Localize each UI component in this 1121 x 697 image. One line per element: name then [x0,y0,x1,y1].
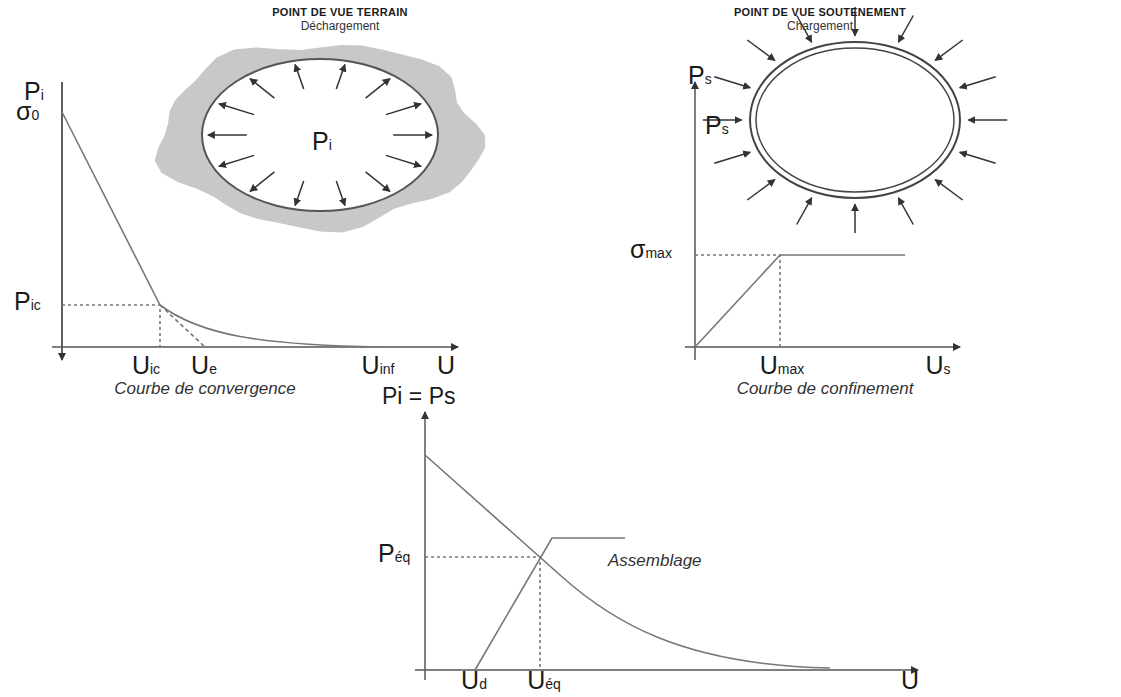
pressure-arrow [747,180,775,200]
curve-caption: Assemblage [608,552,702,571]
axis-value: σmax [630,236,672,264]
pressure-arrow [219,104,254,115]
assembly-curves [425,455,830,670]
axis-value: Uic [132,352,160,380]
support-arrows [703,7,1008,233]
pressure-arrow [250,79,274,99]
pressure-arrow [797,198,812,225]
pressure-arrow [960,77,996,88]
pressure-arrow [386,155,421,166]
pressure-arrow [714,77,750,88]
panel-heading: POINT DE VUE SOUTENEMENT [734,6,906,18]
panel-subheading: Chargement [787,20,853,33]
tunnel-wall [202,59,438,211]
confinement-curve [695,255,905,347]
axis-value: Umax [760,352,805,380]
pressure-arrow [393,134,432,136]
axes [52,82,960,680]
pressure-arrow [250,172,274,192]
ground-mass [155,45,486,233]
pressure-arrow [386,104,421,115]
pressure-arrow [336,65,345,90]
pressure-arrow [898,16,913,43]
pressure-label: Ps [705,112,729,140]
pressure-label: Pi [312,128,332,156]
lining-outer [750,42,960,198]
axis-value: Uinf [362,352,395,380]
pressure-arrow [366,79,390,99]
axis-label: Us [925,352,950,380]
panel-heading: POINT DE VUE TERRAIN [272,6,408,18]
axis-label: Ps [688,62,712,90]
convergence-curve [62,112,380,347]
axis-value: σ0 [16,98,39,126]
axis-label: U [437,352,455,380]
lining-inner [756,48,954,192]
pressure-arrow [898,198,913,225]
axis-value: Ue [191,352,217,380]
axis-value: Pic [14,288,41,316]
pressure-arrow [366,172,390,192]
axis-value: Uéq [527,667,561,695]
axis-label: U [901,667,919,695]
curve-caption: Courbe de confinement [737,380,914,399]
pressure-arrow [336,181,345,206]
pressure-arrow [747,40,775,60]
axis-value: Péq [378,540,410,568]
pressure-arrow [714,152,750,163]
pressure-arrows [208,65,432,206]
panel-subheading: Déchargement [301,20,380,33]
pressure-arrow [295,65,304,90]
pressure-arrow [219,155,254,166]
pressure-arrow [935,180,963,200]
pressure-arrow [854,204,856,233]
pressure-arrow [935,40,963,60]
pressure-arrow [960,152,996,163]
pressure-arrow [295,181,304,206]
axis-value: Ud [461,667,487,695]
curve-caption: Courbe de convergence [114,380,295,399]
pressure-arrow [968,119,1007,121]
pressure-arrow [208,134,247,136]
axis-label: Pi = Ps [382,384,456,409]
